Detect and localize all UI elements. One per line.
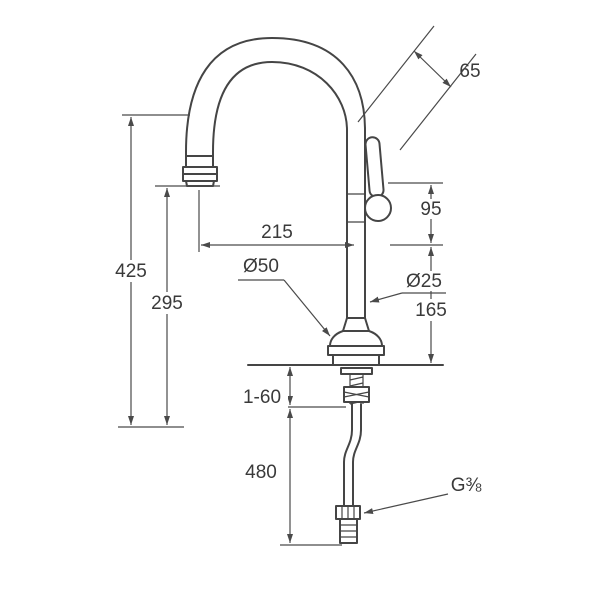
- base-cone: [342, 317, 370, 332]
- spout-drop-tube: [185, 151, 214, 168]
- lever-arm: [364, 136, 385, 199]
- body-joint-lines: [347, 193, 365, 223]
- aerator-tip: [185, 180, 215, 187]
- hose-connector-thread-lines: [340, 524, 357, 538]
- hose-connector-knurl: [341, 506, 355, 519]
- spout-outer-contour: [185, 37, 366, 319]
- label-bg-165: [408, 299, 454, 321]
- label-total-height: 425: [115, 261, 147, 282]
- spout-inner-contour: [212, 61, 348, 319]
- handle-pivot: [364, 194, 392, 222]
- dimension-labels-group: 425 295 215 95 165 65 Ø50 Ø25 1-60 480 G…: [107, 61, 481, 496]
- label-height-above-deck: 165: [415, 300, 447, 321]
- aerator: [182, 166, 218, 182]
- label-bg-480: [237, 462, 285, 484]
- label-bg-295: [143, 292, 191, 314]
- dim-65-extension-lines: [357, 25, 477, 151]
- label-bg-o25: [400, 271, 448, 291]
- faucet-body-group: [182, 37, 392, 366]
- dim-425-extension-lines: [118, 114, 190, 428]
- dim-65-line: [413, 50, 452, 88]
- dim-o25-leader: [369, 292, 403, 303]
- base-ring: [332, 354, 380, 366]
- label-spout-outlet-height: 295: [151, 293, 183, 314]
- dim-o50-leader: [283, 279, 331, 337]
- label-hose-length: 480: [245, 462, 277, 483]
- label-spout-reach: 215: [261, 222, 293, 243]
- label-bg-95: [416, 199, 446, 219]
- label-base-diameter: Ø50: [243, 256, 279, 277]
- mounting-nut-hatch: [343, 391, 370, 398]
- label-bg-425: [107, 260, 155, 282]
- washer: [340, 367, 373, 375]
- base-dome: [329, 330, 383, 347]
- label-body-diameter: Ø25: [406, 271, 442, 292]
- dim-g38-leader: [363, 493, 449, 514]
- base-flange: [327, 345, 385, 356]
- label-top-angle-offset: 65: [459, 61, 480, 82]
- lever-handle: [364, 136, 385, 199]
- label-deck-thickness-range: 1-60: [243, 387, 281, 408]
- label-bg-1-60: [236, 388, 288, 408]
- label-connection-thread: G⅜: [451, 475, 482, 496]
- dim-95-extension-lines: [388, 182, 443, 246]
- label-handle-section-height: 95: [420, 199, 441, 220]
- supply-hose: [343, 403, 362, 507]
- mounting-group: [247, 364, 444, 544]
